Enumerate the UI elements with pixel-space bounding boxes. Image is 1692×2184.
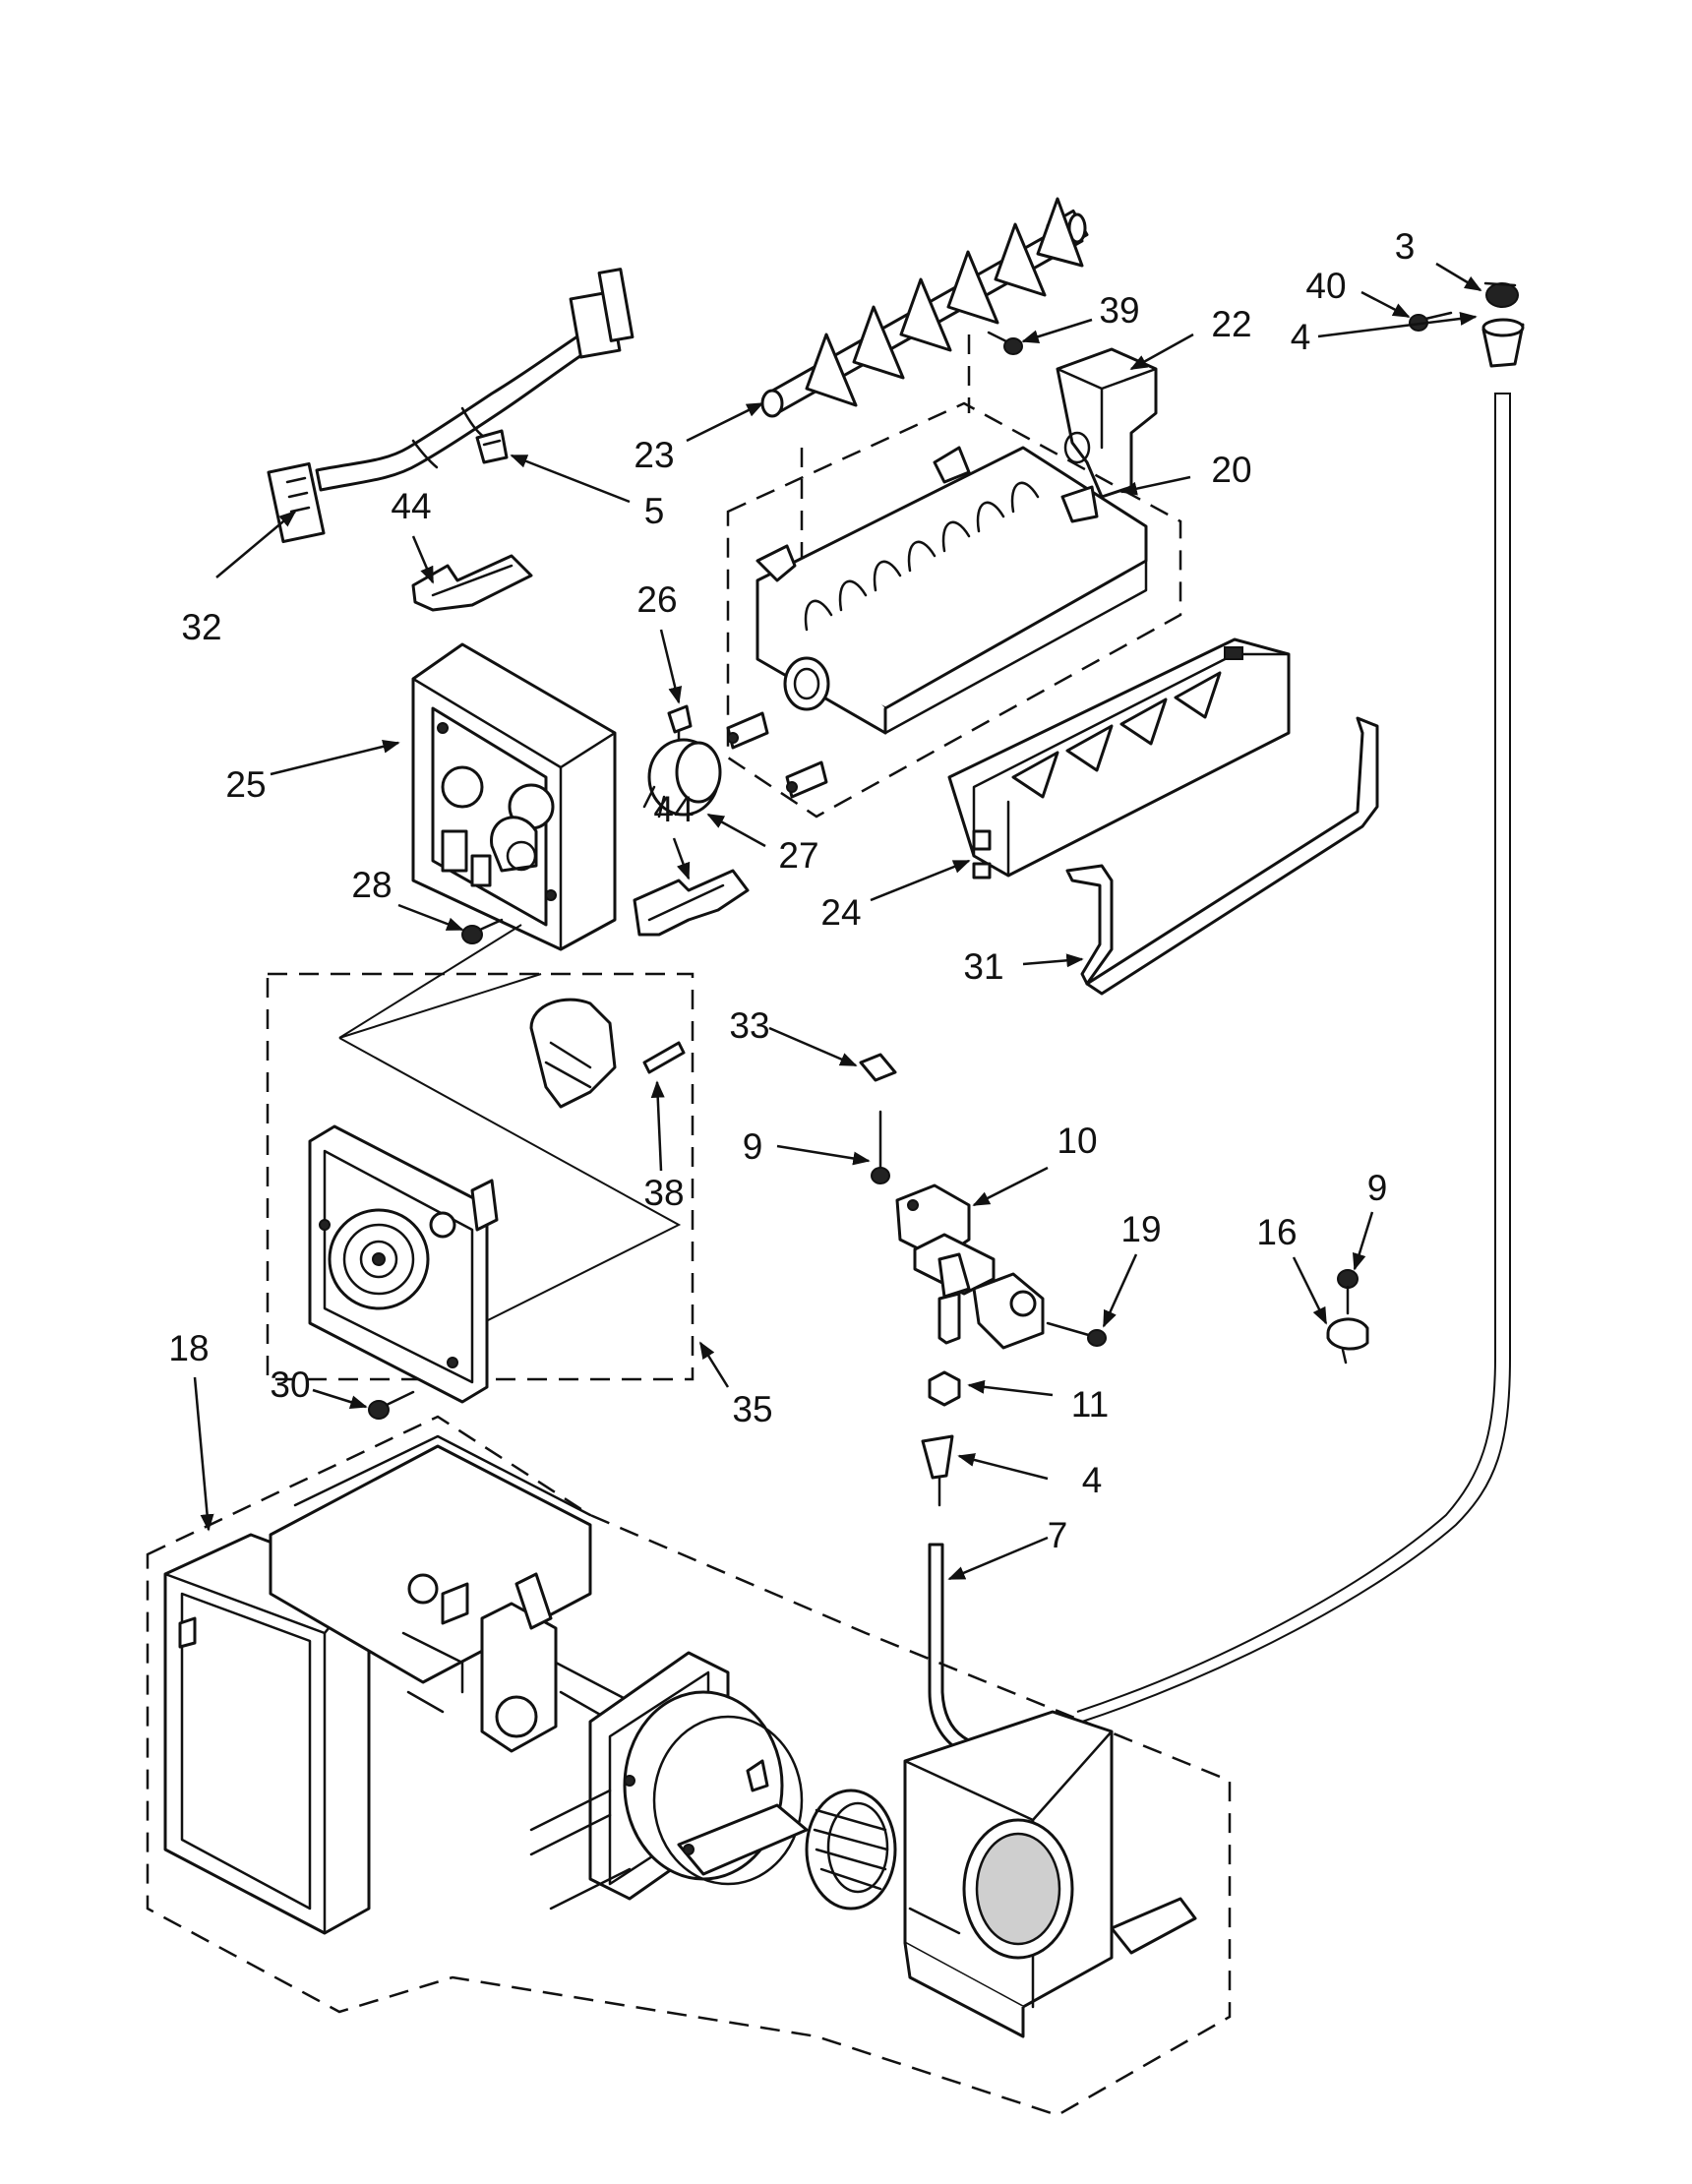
callout-9-valve: 9 (743, 1126, 763, 1167)
clip-part-44-bottom (633, 869, 750, 937)
callout-24: 24 (820, 892, 861, 933)
callout-30: 30 (270, 1365, 310, 1405)
callout-4-top: 4 (1291, 317, 1311, 357)
bracket-part-33 (859, 1053, 897, 1082)
clamp-part-3 (1483, 281, 1519, 308)
callout-20: 20 (1211, 450, 1251, 490)
stripper-part-24 (947, 637, 1291, 880)
thermostat-part-27 (642, 738, 722, 819)
callout-11: 11 (1071, 1384, 1109, 1425)
fill-cup-part-22 (1056, 347, 1158, 499)
motor-module-part-35 (266, 924, 695, 1404)
callout-5: 5 (644, 491, 665, 531)
screw-part-19 (1046, 1321, 1107, 1347)
water-valve-part-10 (895, 1183, 1045, 1350)
screw-part-30 (368, 1390, 415, 1420)
callout-27: 27 (778, 835, 818, 876)
callout-40: 40 (1305, 266, 1346, 306)
leader-lines (193, 262, 1482, 1581)
callout-44-bottom: 44 (653, 789, 694, 829)
harness-clip-part-5 (475, 429, 509, 464)
clip-part-44-top (411, 554, 533, 612)
fitting-part-4-upper (1481, 318, 1525, 368)
callout-9-clamp: 9 (1367, 1168, 1388, 1208)
wire-harness-part-32 (267, 268, 634, 544)
callout-4-bottom: 4 (1082, 1460, 1103, 1500)
callout-35: 35 (732, 1389, 772, 1429)
screw-part-9-clamp (1337, 1269, 1359, 1315)
control-housing-part-25 (411, 642, 617, 951)
clamp-part-16 (1326, 1317, 1369, 1365)
callout-23: 23 (634, 435, 674, 475)
ejector-blade-part-23 (760, 197, 1089, 418)
screw-part-9-valve (871, 1110, 890, 1184)
nut-part-11 (928, 1370, 961, 1407)
callout-44-top: 44 (391, 486, 431, 526)
callout-18: 18 (168, 1328, 209, 1368)
callout-38: 38 (643, 1173, 684, 1213)
callout-26: 26 (636, 579, 677, 620)
callout-3: 3 (1395, 226, 1416, 267)
fitting-part-4-lower (921, 1434, 954, 1507)
callout-7: 7 (1048, 1515, 1068, 1555)
callout-33: 33 (729, 1005, 769, 1046)
callout-28: 28 (351, 865, 392, 905)
screw-part-28 (461, 918, 504, 944)
callout-10: 10 (1057, 1121, 1097, 1161)
callout-19: 19 (1120, 1209, 1161, 1249)
callout-39: 39 (1099, 290, 1139, 331)
ice-mold-part-20 (726, 334, 1182, 819)
callout-25: 25 (225, 764, 266, 805)
dispenser-assembly-part-18 (146, 1415, 1232, 2117)
shutoff-arm-part-31 (1065, 716, 1379, 996)
screw-part-39 (987, 331, 1023, 355)
callout-labels: 3 40 4 39 22 23 20 5 44 32 26 25 27 44 2… (168, 226, 1415, 1555)
callout-22: 22 (1211, 304, 1251, 344)
callout-32: 32 (181, 607, 221, 647)
callout-16: 16 (1256, 1212, 1297, 1252)
callout-31: 31 (963, 946, 1003, 987)
